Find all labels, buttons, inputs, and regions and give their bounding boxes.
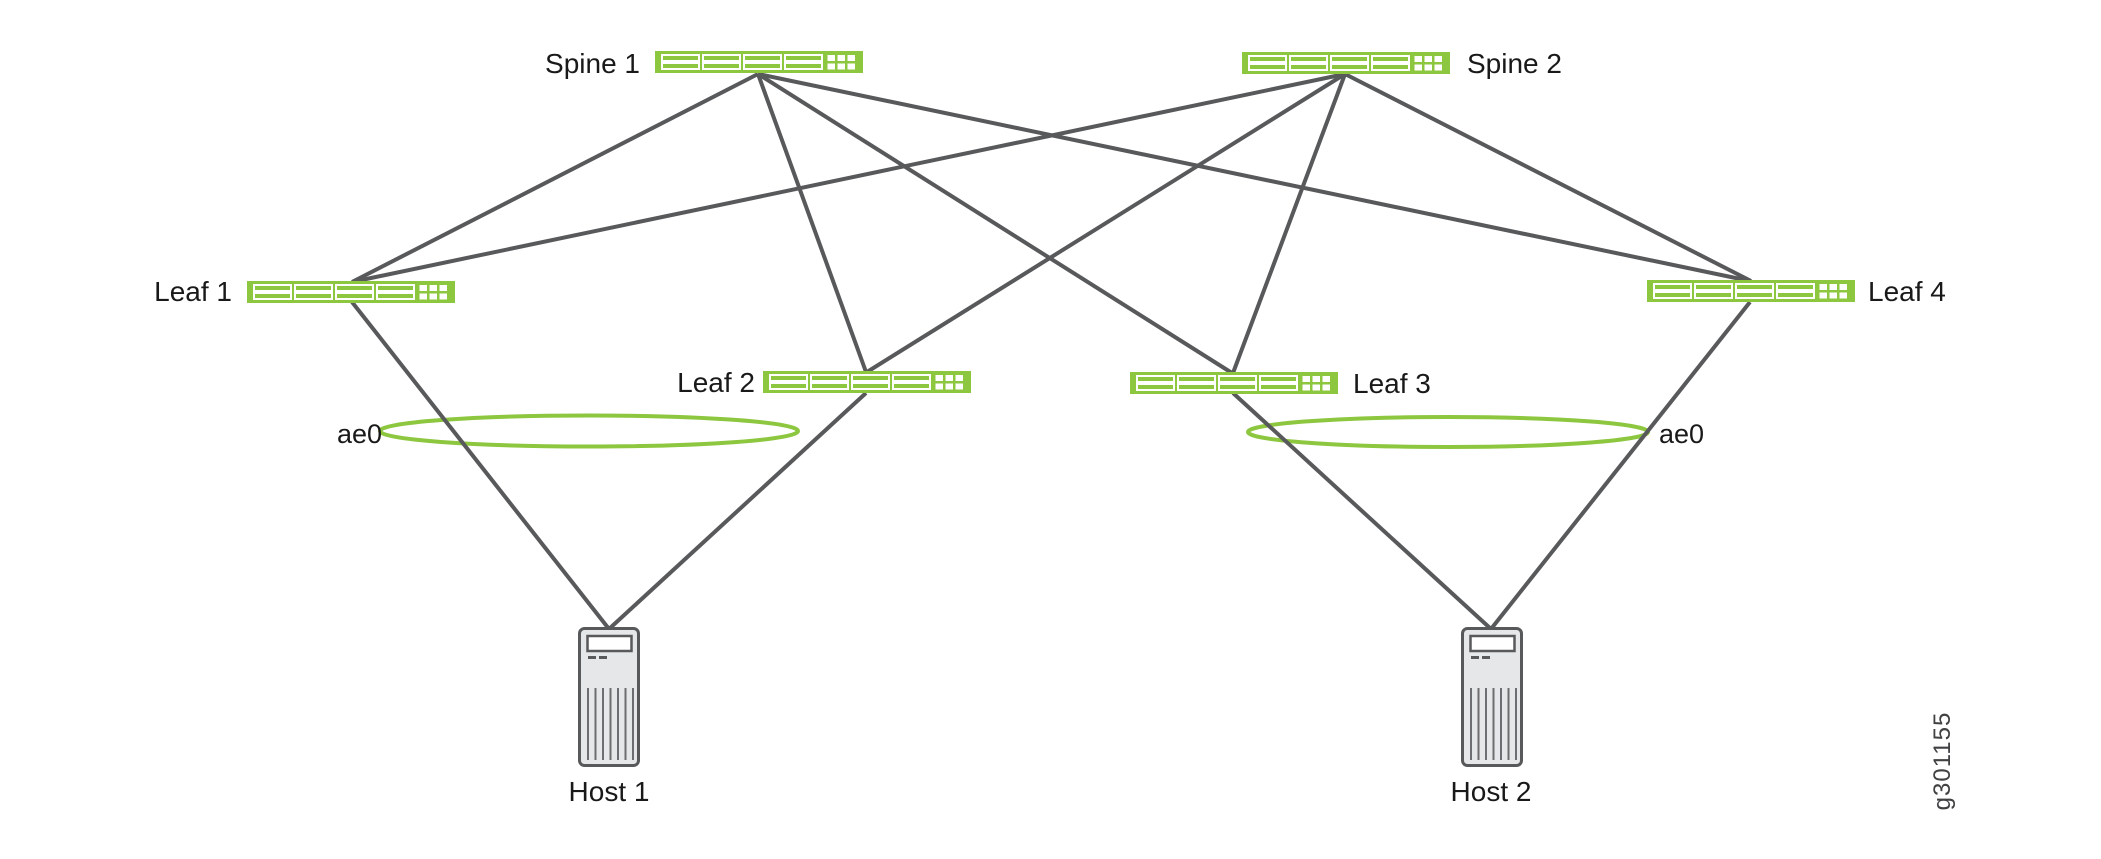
leaf4-switch-icon	[1646, 279, 1856, 303]
link-spine2-leaf3	[1231, 73, 1347, 374]
link-leaf4-host2	[1489, 300, 1752, 631]
leaf2-switch-icon	[762, 370, 972, 394]
leaf2-label: Leaf 2	[677, 367, 755, 398]
link-leaf1-host1	[350, 300, 611, 631]
link-leaf2-host1	[607, 391, 868, 631]
host2-label: Host 2	[1451, 776, 1532, 807]
link-spine2-leaf2	[865, 72, 1347, 374]
host1-server-icon	[578, 627, 640, 767]
lag-ellipse-right	[1246, 415, 1650, 449]
host1-label: Host 1	[569, 776, 650, 807]
link-spine1-leaf4	[757, 72, 1751, 283]
leaf4-label: Leaf 4	[1868, 276, 1946, 307]
spine1-switch-icon	[654, 50, 864, 74]
lag-right-label: ae0	[1659, 419, 1704, 449]
link-spine1-leaf3	[756, 72, 1234, 375]
figure-id-watermark: g301155	[1929, 712, 1956, 811]
lag-left-label: ae0	[337, 419, 382, 449]
leaf3-switch-icon	[1129, 371, 1339, 395]
leaf3-label: Leaf 3	[1353, 368, 1431, 399]
spine1-label: Spine 1	[545, 48, 640, 79]
host2-server-icon	[1461, 627, 1523, 767]
link-spine1-leaf2	[756, 73, 868, 373]
leaf1-switch-icon	[246, 280, 456, 304]
lag-ellipse-left	[378, 413, 800, 449]
spine2-label: Spine 2	[1467, 48, 1562, 79]
leaf1-label: Leaf 1	[154, 276, 232, 307]
spine2-switch-icon	[1241, 51, 1451, 75]
link-spine2-leaf4	[1344, 72, 1752, 283]
link-spine2-leaf1	[351, 72, 1346, 284]
link-spine1-leaf1	[351, 72, 759, 284]
link-leaf3-host2	[1231, 391, 1493, 631]
